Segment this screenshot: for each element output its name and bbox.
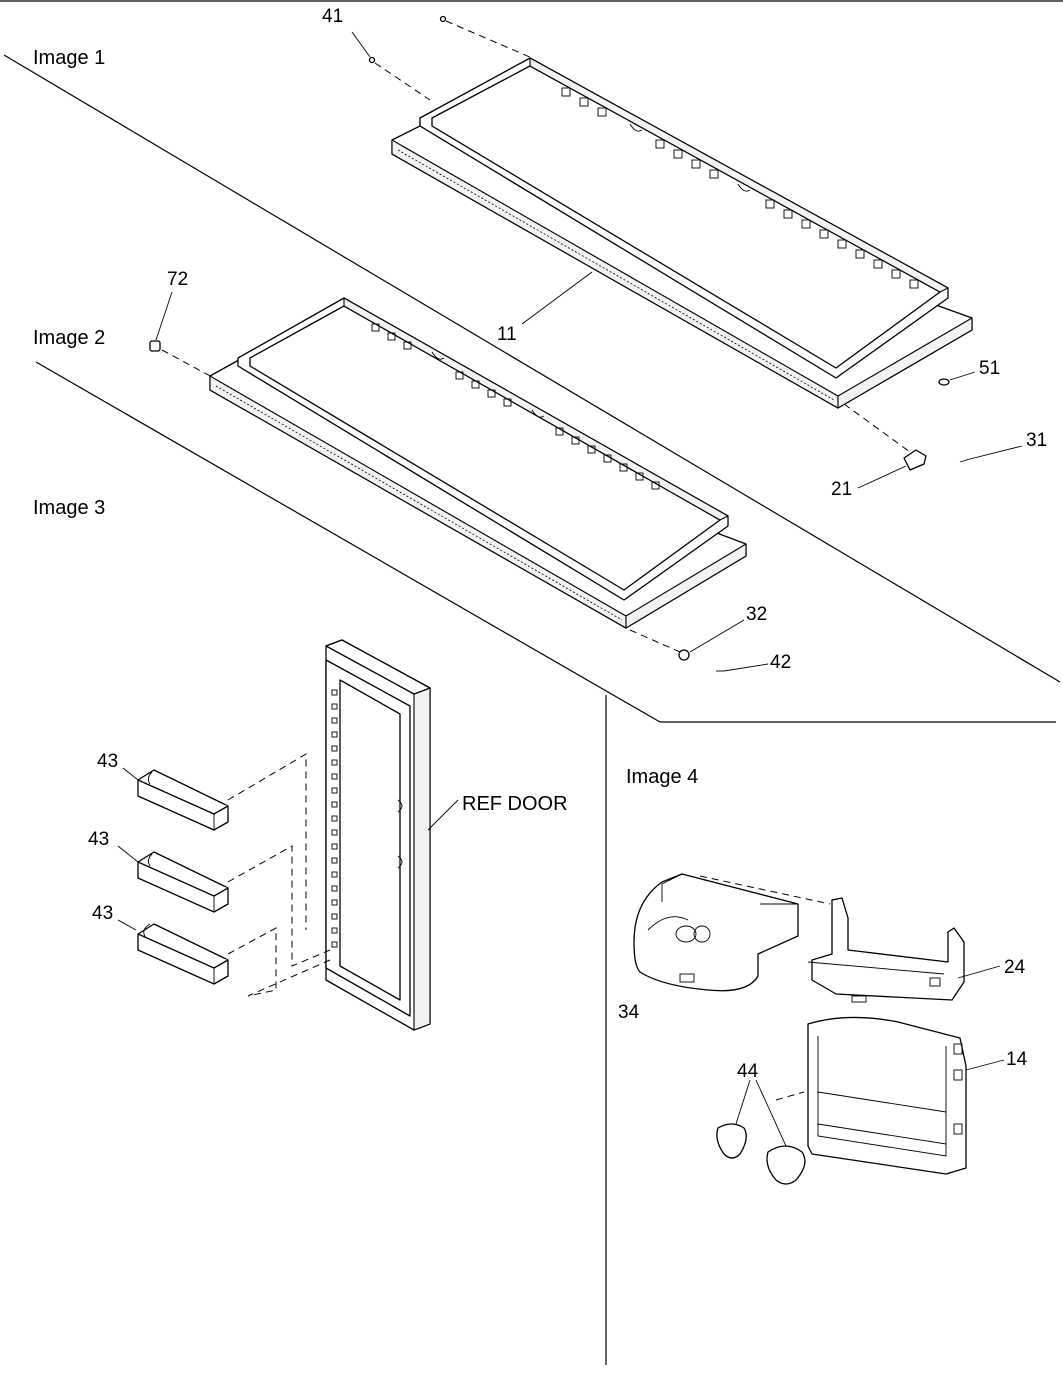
callout-21: 21 [831, 479, 852, 500]
image-4-label: Image 4 [626, 766, 698, 788]
screw-41 [368, 56, 376, 64]
callout-32: 32 [746, 604, 767, 625]
image-3-label: Image 3 [33, 497, 105, 519]
callout-11: 11 [497, 324, 517, 345]
callout-ref-door: REF DOOR [462, 793, 568, 815]
callout-43-bottom: 43 [92, 903, 113, 924]
hinge-21 [843, 403, 927, 471]
image-1-hardware [351, 15, 1023, 489]
callout-41: 41 [322, 6, 343, 27]
dairy-door-14 [807, 1016, 1005, 1175]
door-bin-43-bottom [137, 923, 229, 985]
screw-32 [678, 649, 690, 661]
image-3-leaders [117, 753, 459, 997]
upper-shelf-11 [391, 57, 973, 409]
lower-shelf-slots [371, 323, 660, 490]
callout-24: 24 [1004, 957, 1026, 978]
image-2-hardware [149, 291, 769, 672]
egg-tray-44 [716, 1079, 806, 1185]
callout-43-top: 43 [97, 751, 118, 772]
dispenser-cover-34 [633, 873, 831, 992]
callout-14: 14 [1006, 1049, 1028, 1070]
ref-door [325, 639, 431, 1031]
screw-41-top [439, 15, 447, 23]
door-bin-43-middle [137, 851, 229, 913]
screw-31 [959, 459, 968, 463]
callout-42: 42 [770, 652, 791, 673]
bushing-72 [149, 340, 161, 352]
door-dots [331, 689, 338, 948]
callout-31: 31 [1026, 430, 1047, 451]
pin-51 [938, 378, 950, 386]
callout-34: 34 [618, 1002, 640, 1023]
shelf-slots [561, 87, 919, 289]
callout-72: 72 [167, 269, 188, 290]
door-bin-43-top [137, 769, 229, 831]
lower-shelf [209, 297, 747, 629]
image-2-label: Image 2 [33, 327, 105, 349]
image-1-label: Image 1 [33, 47, 105, 69]
callout-51: 51 [979, 358, 1000, 379]
dairy-bin-24 [807, 897, 1001, 1003]
callout-44: 44 [737, 1061, 759, 1082]
callout-43-middle: 43 [88, 829, 109, 850]
